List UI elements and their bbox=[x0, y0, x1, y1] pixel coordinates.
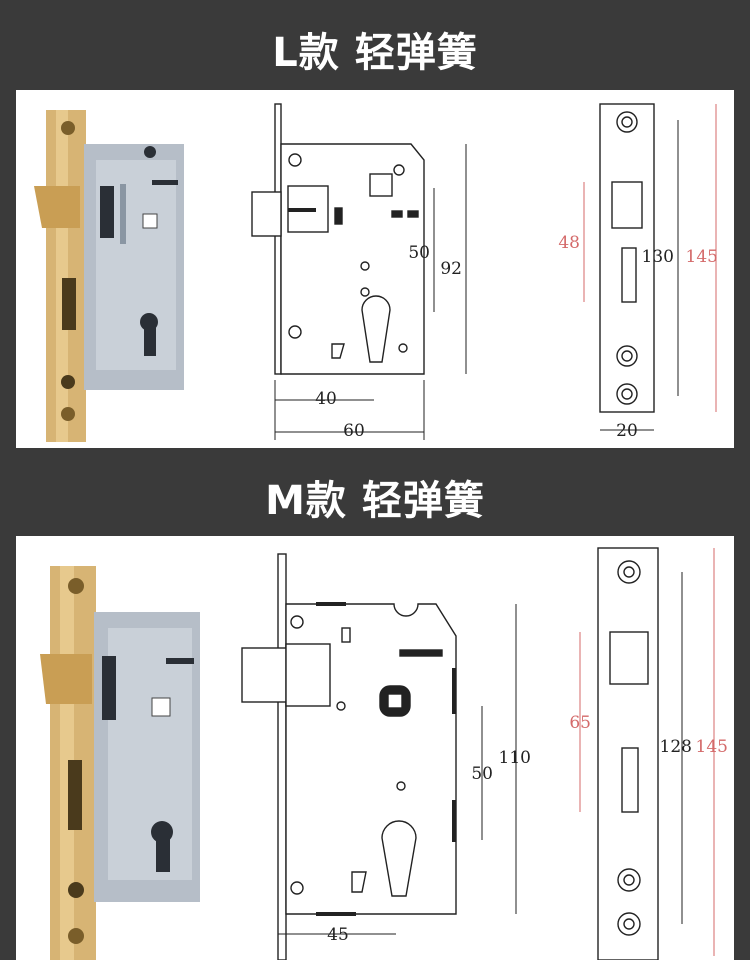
dim-width-l: 60 bbox=[343, 421, 365, 441]
section-title-l: L款 轻弹簧 bbox=[272, 30, 478, 76]
dim-latch-m: 65 bbox=[569, 713, 591, 733]
dim-latch-l: 48 bbox=[558, 233, 580, 253]
faceplate-dimension-lines-m bbox=[579, 548, 715, 956]
dim-outer-l: 145 bbox=[686, 247, 718, 267]
faceplate-diagram-l bbox=[599, 103, 655, 413]
lock-photo-l bbox=[34, 110, 184, 442]
dim-inner-m: 128 bbox=[660, 737, 692, 757]
lock-photo-m bbox=[40, 566, 200, 960]
body-dimension-lines-l bbox=[274, 144, 467, 440]
dim-faceplate-width-l: 20 bbox=[616, 421, 638, 441]
lock-body-diagram-l bbox=[251, 103, 425, 375]
dim-height-m: 110 bbox=[499, 748, 531, 768]
dim-height-l: 92 bbox=[440, 259, 462, 279]
dim-centers-l: 50 bbox=[408, 243, 430, 263]
section-title-m: M款 轻弹簧 bbox=[265, 478, 485, 524]
product-panel-m: 50 110 45 65 128 145 bbox=[16, 536, 734, 960]
body-dimension-lines-m bbox=[278, 604, 517, 935]
dim-inner-l: 130 bbox=[642, 247, 674, 267]
dim-outer-m: 145 bbox=[696, 737, 728, 757]
dim-backset-m: 45 bbox=[327, 925, 349, 945]
faceplate-dimension-lines-l bbox=[583, 104, 717, 431]
dim-centers-m: 50 bbox=[471, 764, 493, 784]
dim-backset-l: 40 bbox=[315, 389, 337, 409]
product-panel-l: 50 92 40 60 48 130 145 20 bbox=[16, 90, 734, 448]
lock-body-diagram-m bbox=[241, 553, 457, 960]
faceplate-diagram-m bbox=[597, 547, 659, 960]
